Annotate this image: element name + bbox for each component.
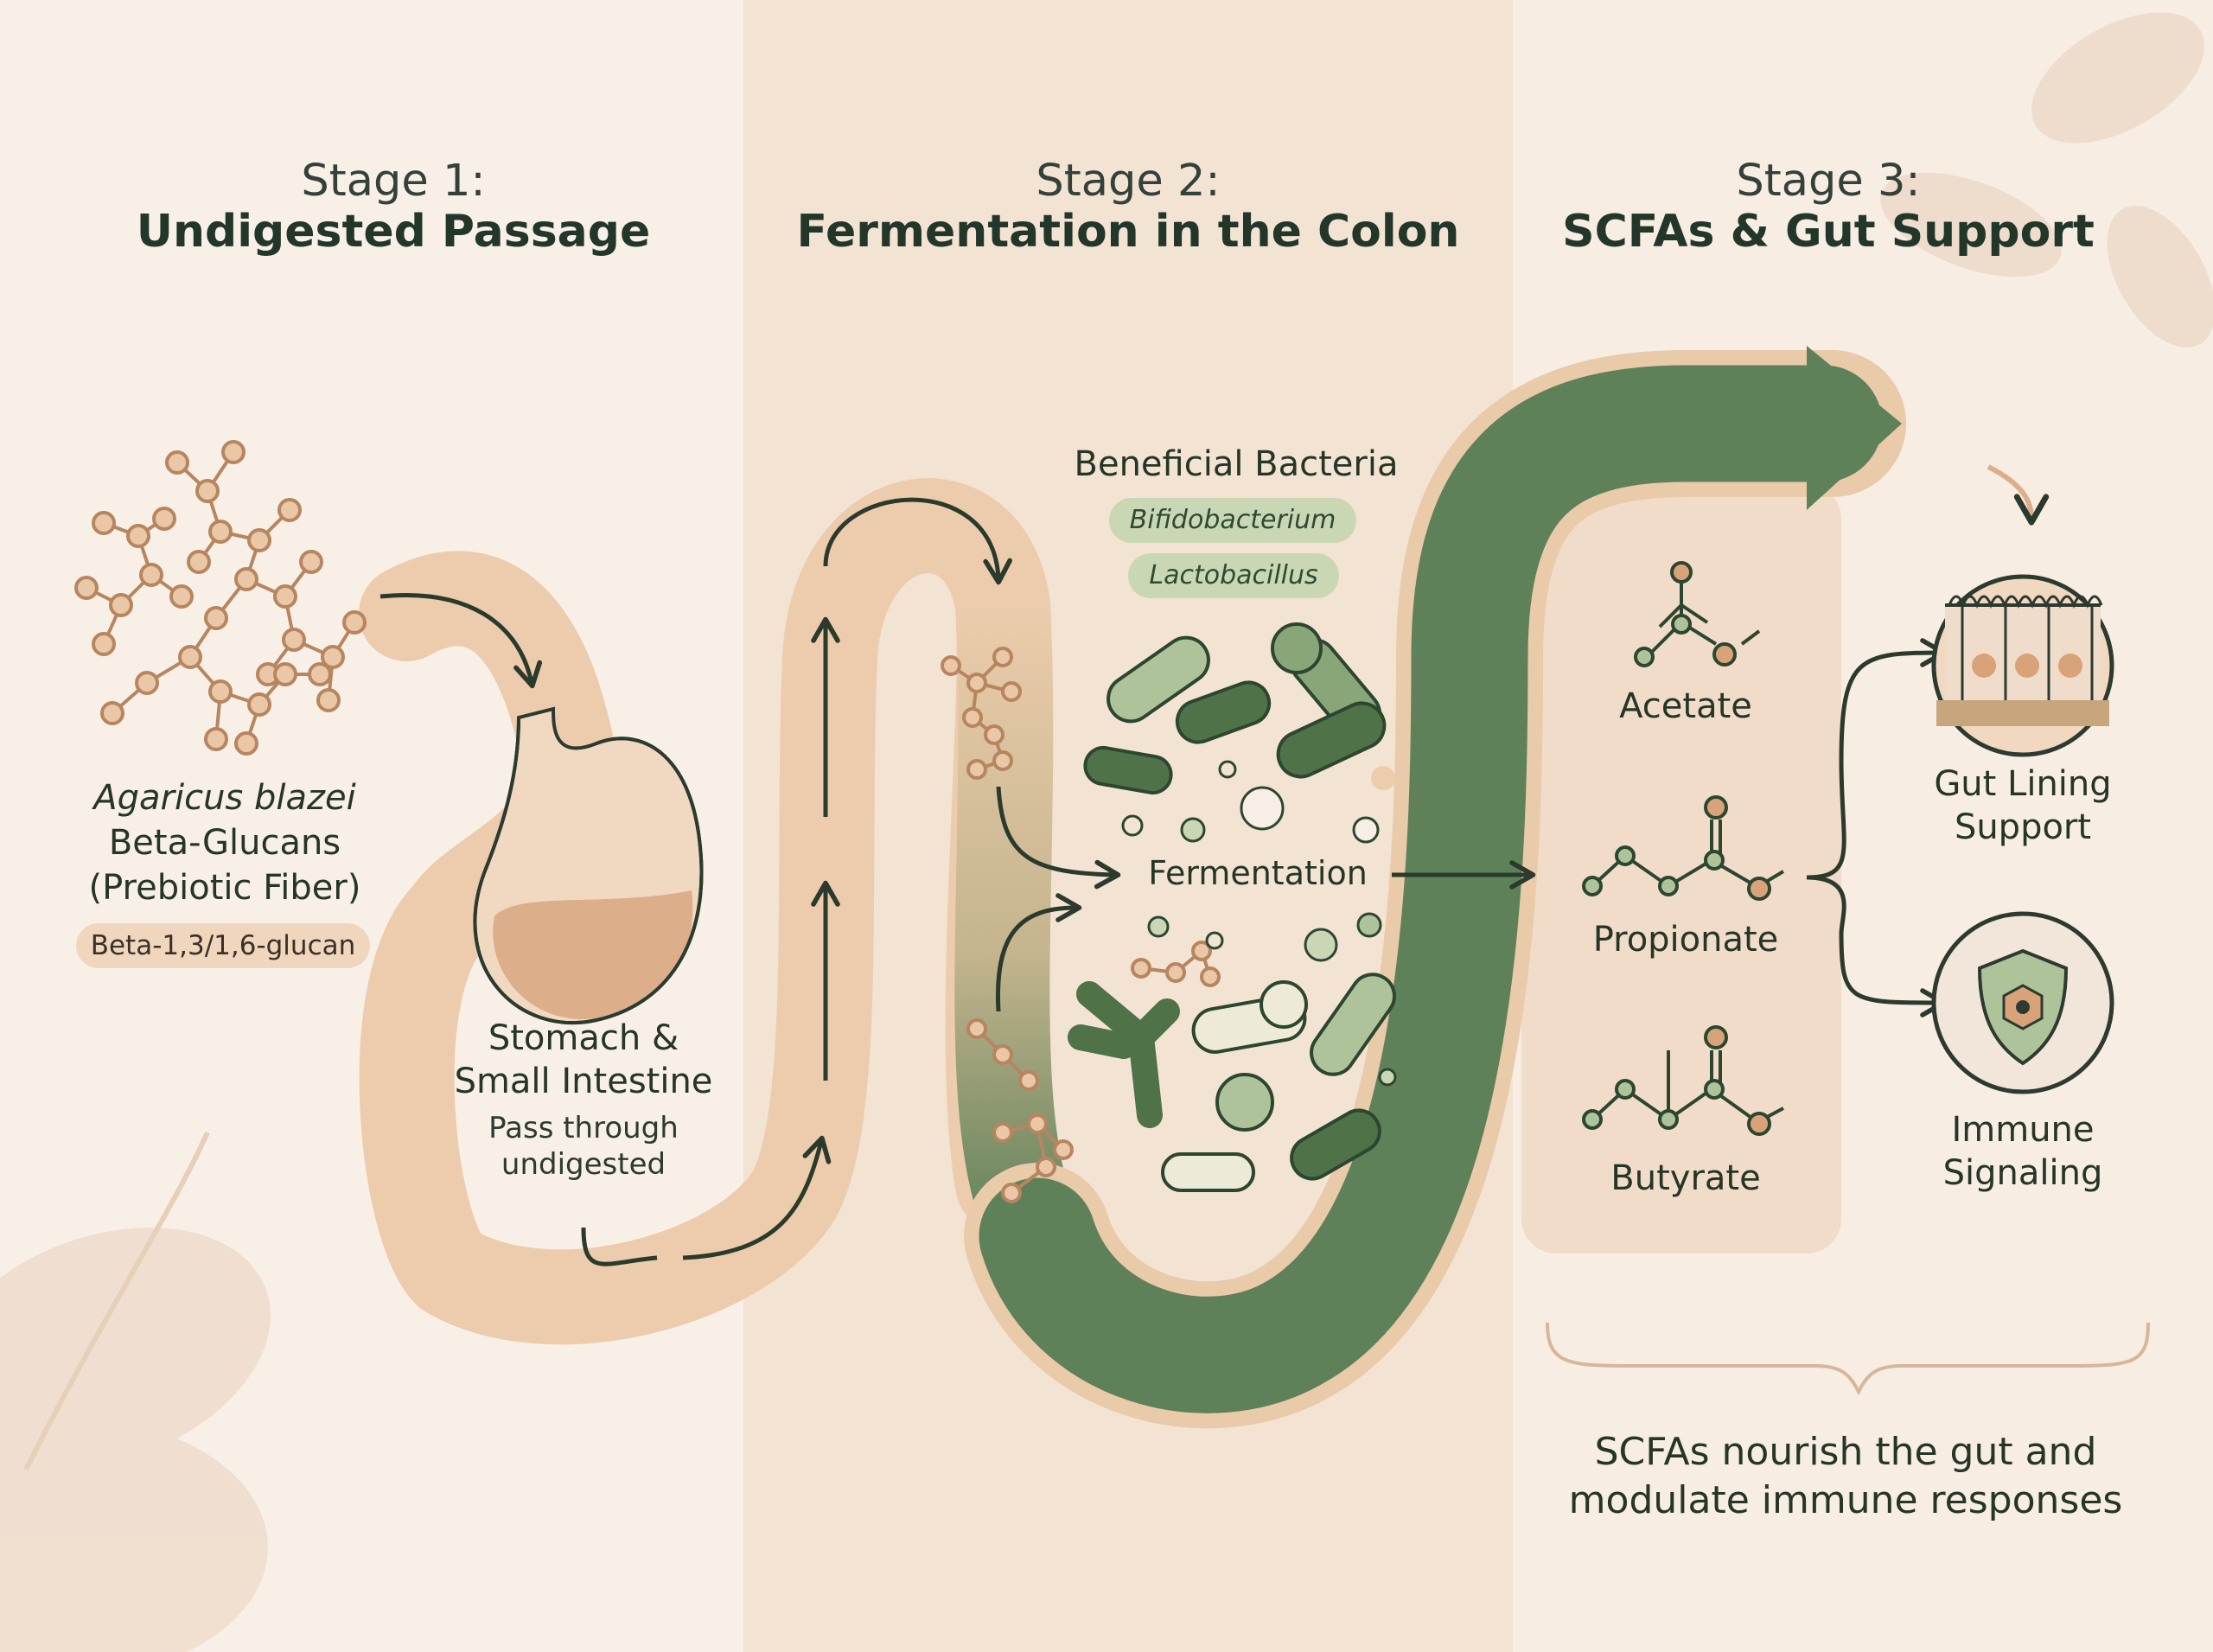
bacterium (1106, 635, 1210, 724)
stage-2-number: Stage 2: (1036, 156, 1221, 207)
stomach-title-line2: Small Intestine (454, 1062, 713, 1101)
stomach-title-line1: Stomach & (488, 1018, 679, 1058)
bacterium (1175, 680, 1272, 744)
gut-lining-icon (1931, 574, 2114, 757)
bacteria-cluster (1068, 622, 1396, 1192)
bacteria-species-2: Lactobacillus (1128, 553, 1339, 598)
stomach-desc-line1: Pass through (488, 1111, 679, 1145)
outcome-immune-line2: Signaling (1942, 1153, 2103, 1193)
colon-molecules (941, 647, 1221, 1203)
outcome-gut-lining-line2: Support (1954, 807, 2092, 847)
stage-3-title: SCFAs & Gut Support (1562, 206, 2095, 258)
bacteria-title: Beneficial Bacteria (1074, 444, 1399, 484)
acetate-molecule (1634, 561, 1761, 667)
stage-1-number: Stage 1: (301, 156, 486, 207)
arrow-intestine-to-colon (682, 1135, 832, 1260)
fiber-type: Beta-Glucans (108, 823, 341, 863)
bacterium (1290, 1108, 1381, 1181)
beta-glucan-molecule (74, 440, 367, 756)
scfa-panel (1521, 484, 1841, 1253)
leaf-decoration-top-right (1880, 12, 2213, 348)
smiling-bacterium (1215, 1073, 1274, 1132)
branched-bacterium (1068, 981, 1180, 1128)
stage-2-title: Fermentation in the Colon (796, 206, 1460, 258)
stage-1-title: Undigested Passage (136, 206, 651, 258)
arrow-intestine-out (581, 1227, 658, 1266)
big-arrow-head (1807, 346, 1902, 510)
scfa-propionate-label: Propionate (1592, 920, 1779, 960)
scfa-acetate-label: Acetate (1619, 686, 1752, 726)
arrow-loop-top (823, 497, 1012, 585)
bacterium (1310, 973, 1396, 1076)
arrow-to-immune (1806, 875, 1947, 1017)
propionate-molecule (1582, 795, 1785, 901)
stomach-desc-line2: undigested (501, 1147, 666, 1182)
summary-line1: SCFAs nourish the gut and (1594, 1430, 2097, 1474)
outcome-gut-lining-line1: Gut Lining (1934, 764, 2112, 804)
immune-shield-icon (1931, 911, 2114, 1094)
fiber-badge: Beta-1,3/1,6-glucan (76, 923, 370, 968)
smiling-bacterium (1260, 980, 1308, 1029)
summary-brace (1546, 1322, 2150, 1396)
bubbles (1121, 760, 1397, 1087)
arrow-fiber-to-stomach (379, 593, 543, 689)
arrow-to-fermentation-2 (995, 893, 1082, 1012)
bacteria-species-1: Bifidobacterium (1109, 498, 1356, 543)
smiling-bacterium (1271, 622, 1323, 674)
colon-green-tube-fill (979, 365, 1883, 1413)
stage-3-number: Stage 3: (1736, 156, 1921, 207)
fiber-category: (Prebiotic Fiber) (88, 868, 361, 908)
stomach-contents (493, 890, 693, 1019)
stomach-outline-arc (473, 717, 704, 1025)
arrow-to-gut-lining (1806, 638, 1947, 880)
scfa-butyrate-label: Butyrate (1610, 1158, 1761, 1198)
bacterium (1083, 745, 1173, 795)
outcome-immune-line1: Immune (1951, 1110, 2095, 1150)
fiber-source-name: Agaricus blazei (93, 778, 356, 818)
leaf-decoration-bottom-left (0, 1131, 271, 1652)
butyrate-molecule (1582, 1025, 1784, 1136)
fermentation-label: Fermentation (1148, 854, 1368, 892)
arrow-to-fermentation-1 (996, 786, 1121, 890)
summary-line2: modulate immune responses (1568, 1478, 2123, 1522)
bacterium (1161, 1152, 1255, 1192)
bacterium (1276, 701, 1387, 779)
arrow-into-gut-lining (1987, 464, 2050, 526)
